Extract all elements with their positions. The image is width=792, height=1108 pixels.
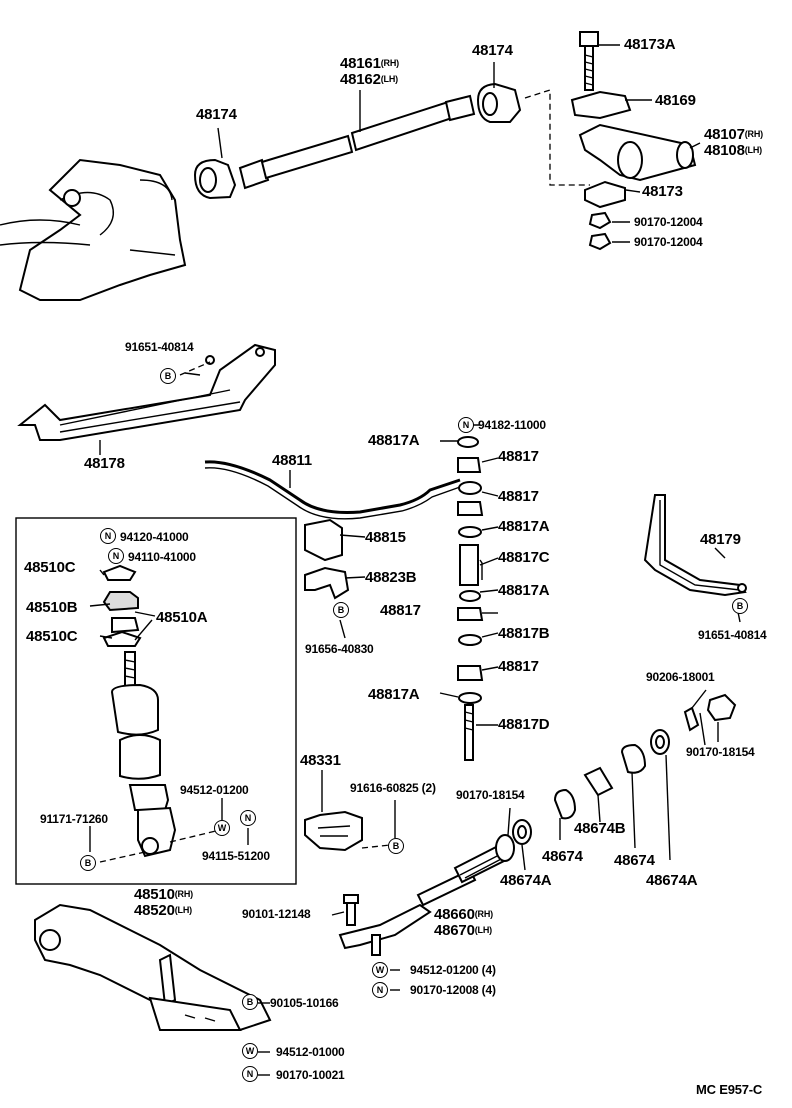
label-90170-18154-a: 90170-18154 <box>456 788 525 802</box>
label-90170-12008-4: 90170-12008 (4) <box>410 983 496 997</box>
label-91651-40814-right: 91651-40814 <box>698 628 767 642</box>
label-90170-10021: 90170-10021 <box>276 1068 345 1082</box>
label-91651-40814-top: 91651-40814 <box>125 340 194 354</box>
label-48169: 48169 <box>655 92 696 109</box>
label-48520: 48520(LH) <box>134 902 192 919</box>
label-48510: 48510(RH) <box>134 886 193 903</box>
label-91171-71260: 91171-71260 <box>40 812 108 826</box>
label-90105-10166: 90105-10166 <box>270 996 339 1010</box>
label-48108: 48108(LH) <box>704 142 762 159</box>
bolt-symbol-icon: B <box>333 602 349 618</box>
label-94110-41000: 94110-41000 <box>128 550 196 564</box>
label-48674A-b: 48674A <box>646 872 698 889</box>
label-48811: 48811 <box>272 452 312 469</box>
label-90170-12004-b: 90170-12004 <box>634 235 703 249</box>
bolt-symbol-icon: B <box>80 855 96 871</box>
nut-symbol-icon: N <box>100 528 116 544</box>
label-48510C-2: 48510C <box>26 628 78 645</box>
label-48510B: 48510B <box>26 599 78 616</box>
label-48817-2: 48817 <box>498 488 539 505</box>
label-48173: 48173 <box>642 183 683 200</box>
label-94182-11000: 94182-11000 <box>478 418 546 432</box>
bolt-symbol-icon: B <box>242 994 258 1010</box>
label-48179: 48179 <box>700 531 741 548</box>
label-90101-12148: 90101-12148 <box>242 907 311 921</box>
label-48815: 48815 <box>365 529 406 546</box>
label-48674-a: 48674 <box>542 848 583 865</box>
label-48670: 48670(LH) <box>434 922 492 939</box>
label-90206-18001: 90206-18001 <box>646 670 715 684</box>
washer-symbol-icon: W <box>214 820 230 836</box>
nut-symbol-icon: N <box>108 548 124 564</box>
label-48674B: 48674B <box>574 820 626 837</box>
washer-symbol-icon: W <box>242 1043 258 1059</box>
bolt-symbol-icon: B <box>160 368 176 384</box>
nut-symbol-icon: N <box>372 982 388 998</box>
label-48817A-1: 48817A <box>368 432 420 449</box>
label-48817-4: 48817 <box>498 658 539 675</box>
label-48510C-1: 48510C <box>24 559 76 576</box>
label-48173A: 48173A <box>624 36 676 53</box>
label-48161: 48161(RH) <box>340 55 399 72</box>
label-48817D: 48817D <box>498 716 550 733</box>
label-48817C: 48817C <box>498 549 550 566</box>
label-48178: 48178 <box>84 455 125 472</box>
label-94512-01200: 94512-01200 <box>180 783 249 797</box>
label-48162: 48162(LH) <box>340 71 398 88</box>
label-48817-3: 48817 <box>380 602 421 619</box>
nut-symbol-icon: N <box>240 810 256 826</box>
label-94120-41000: 94120-41000 <box>120 530 189 544</box>
label-48331: 48331 <box>300 752 341 769</box>
label-48174-left: 48174 <box>196 106 237 123</box>
label-48107: 48107(RH) <box>704 126 763 143</box>
label-94512-01000: 94512-01000 <box>276 1045 345 1059</box>
label-48817A-3: 48817A <box>498 582 550 599</box>
label-91616-60825: 91616-60825 (2) <box>350 781 436 795</box>
label-48674-b: 48674 <box>614 852 655 869</box>
nut-symbol-icon: N <box>458 417 474 433</box>
label-90170-18154-b: 90170-18154 <box>686 745 755 759</box>
label-91656-40830: 91656-40830 <box>305 642 374 656</box>
label-48817A-2: 48817A <box>498 518 550 535</box>
label-48823B: 48823B <box>365 569 417 586</box>
label-94512-01200-4: 94512-01200 (4) <box>410 963 496 977</box>
label-48660: 48660(RH) <box>434 906 493 923</box>
bolt-symbol-icon: B <box>732 598 748 614</box>
label-48817A-4: 48817A <box>368 686 420 703</box>
label-90170-12004-a: 90170-12004 <box>634 215 703 229</box>
label-94115-51200: 94115-51200 <box>202 849 270 863</box>
label-48510A: 48510A <box>156 609 208 626</box>
diagram-code: MC E957-C <box>696 1082 763 1097</box>
label-48817B: 48817B <box>498 625 550 642</box>
label-48174-right: 48174 <box>472 42 513 59</box>
label-48674A-a: 48674A <box>500 872 552 889</box>
nut-symbol-icon: N <box>242 1066 258 1082</box>
washer-symbol-icon: W <box>372 962 388 978</box>
label-48817-1: 48817 <box>498 448 539 465</box>
bolt-symbol-icon: B <box>388 838 404 854</box>
